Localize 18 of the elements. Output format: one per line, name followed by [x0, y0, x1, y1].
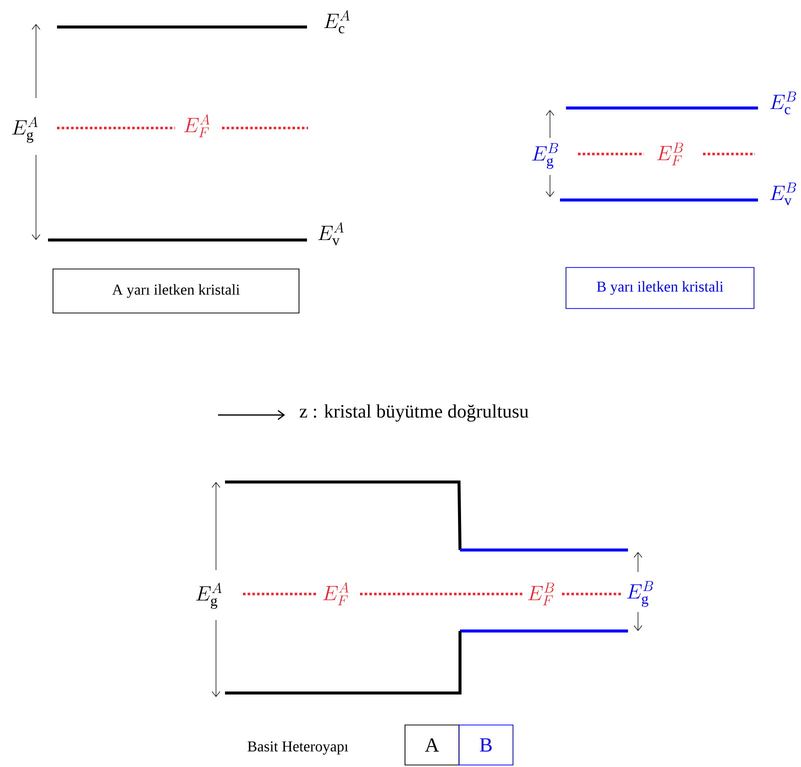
energy-label: $E_{F}^{B}$ — [528, 582, 554, 606]
energy-label: $E_{\mathrm{v}}^{A}$ — [318, 222, 344, 246]
energy-label: $E_{\mathrm{c}}^{B}$ — [770, 92, 796, 114]
energy-label: $E_{\mathrm{g}}^{A}$ — [12, 116, 38, 143]
energy-label: $E_{F}^{A}$ — [323, 582, 349, 606]
label-box: A yarı iletken kristali — [52, 268, 300, 314]
energy-label: $E_{\mathrm{g}}^{B}$ — [627, 581, 654, 607]
axis-note: z : kristal büyütme doğrultusu — [300, 404, 528, 422]
label-box: A — [404, 724, 460, 766]
energy-label: $E_{F}^{B}$ — [657, 142, 684, 166]
energy-label: $E_{\mathrm{c}}^{A}$ — [324, 10, 350, 34]
label-box: B — [458, 724, 514, 766]
label-box: B yarı iletken kristali — [566, 267, 754, 309]
energy-label: $E_{\mathrm{v}}^{B}$ — [770, 182, 796, 206]
structure-label: Basit Heteroyapı — [248, 741, 348, 755]
energy-label: $E_{F}^{A}$ — [184, 114, 210, 138]
energy-label: $E_{\mathrm{g}}^{A}$ — [196, 582, 222, 609]
energy-label: $E_{\mathrm{g}}^{B}$ — [532, 143, 558, 169]
